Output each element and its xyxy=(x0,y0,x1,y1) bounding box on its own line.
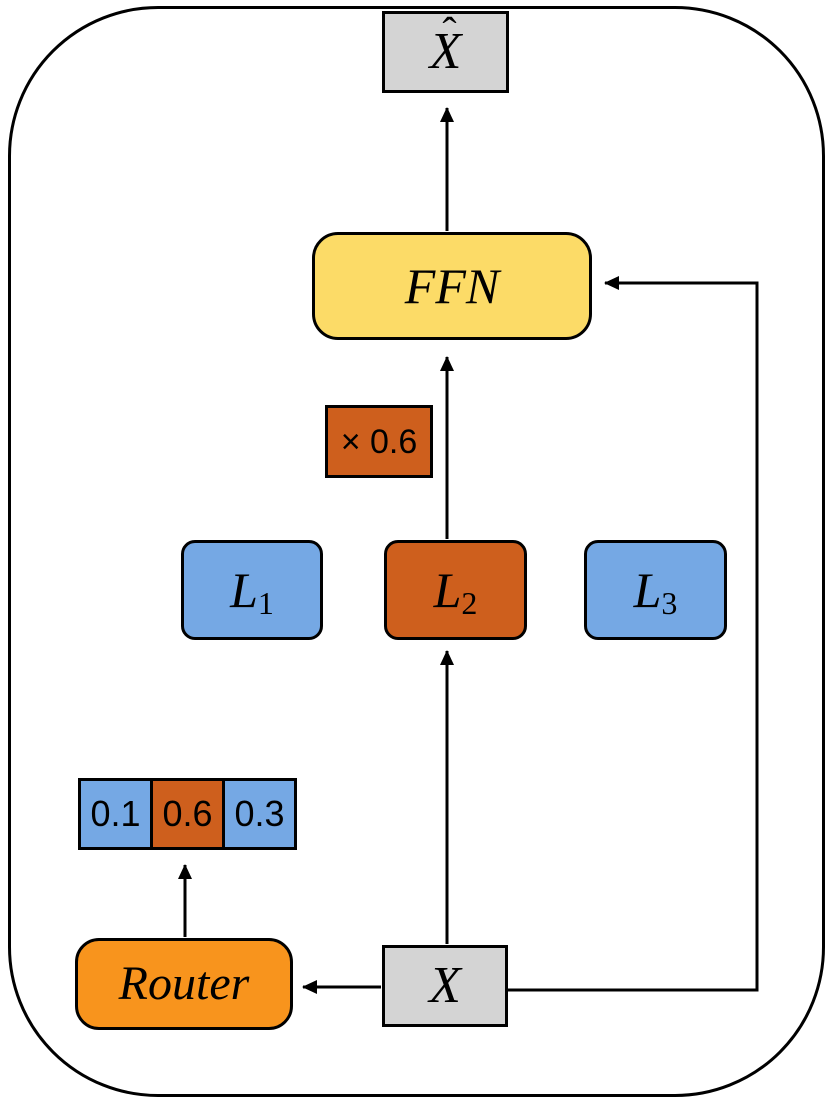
expert-label-l1: L1 xyxy=(230,562,274,622)
expert-label-l3: L3 xyxy=(633,562,678,622)
input-box: X xyxy=(382,945,508,1027)
expert-box-l1: L1 xyxy=(181,540,323,640)
scale-weight-label: × 0.6 xyxy=(340,422,418,461)
output-box: ˆ X xyxy=(382,11,509,93)
router-label: Router xyxy=(118,957,250,1010)
scale-weight-box: × 0.6 xyxy=(325,405,433,478)
expert-box-l3: L3 xyxy=(584,540,727,640)
hat-accent: ˆ xyxy=(442,8,457,56)
outer-frame xyxy=(8,6,825,1097)
expert-box-l2: L2 xyxy=(384,540,527,640)
router-box: Router xyxy=(75,938,293,1030)
ffn-box: FFN xyxy=(312,232,592,340)
weight-cell-1: 0.1 xyxy=(78,778,153,850)
expert-label-l2: L2 xyxy=(433,562,478,622)
weight-cell-3: 0.3 xyxy=(222,778,297,850)
output-label: ˆ X xyxy=(429,8,462,80)
weight-cell-2: 0.6 xyxy=(150,778,225,850)
router-weights-bar: 0.1 0.6 0.3 xyxy=(78,778,297,850)
ffn-label: FFN xyxy=(404,258,500,314)
input-label: X xyxy=(429,957,461,1014)
